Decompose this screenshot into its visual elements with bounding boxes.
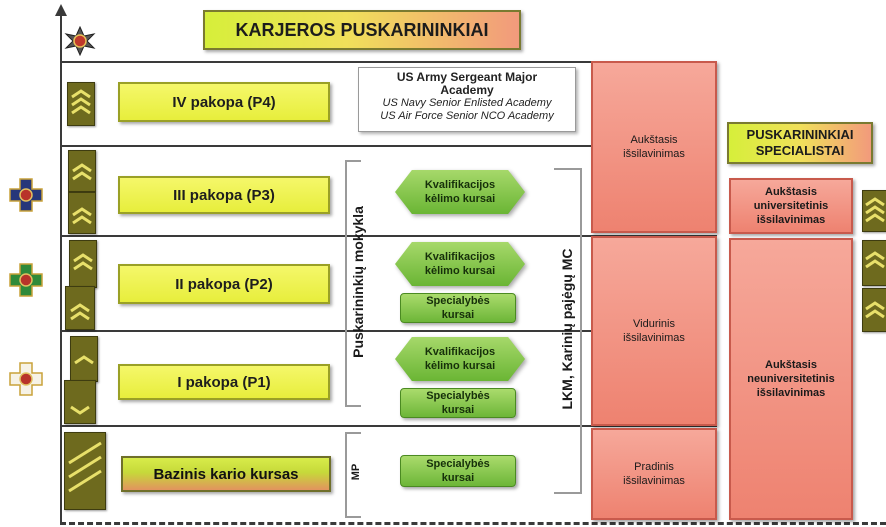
horizontal-axis — [60, 522, 886, 525]
cross-insignia-white-icon — [8, 361, 44, 397]
nco-school-bracket — [345, 160, 361, 407]
specialty-course-p1: Specialybės kursai — [400, 388, 516, 418]
chevron-rank-icon — [862, 288, 886, 332]
separator-top — [60, 61, 717, 63]
chevron-rank-icon — [862, 240, 886, 286]
mp-label: MP — [350, 463, 362, 481]
education-higher: Aukštasis išsilavinimas — [591, 61, 717, 233]
us-army-academy: US Army Sergeant Major Academy — [396, 70, 538, 97]
star-emblem-icon — [63, 25, 97, 57]
separator-p4-p3 — [60, 145, 717, 147]
us-air-force-academy: US Air Force Senior NCO Academy — [380, 110, 554, 122]
level-p2-box: II pakopa (P2) — [118, 264, 330, 304]
education-secondary: Vidurinis išsilavinimas — [591, 236, 717, 426]
separator-p1-basic — [60, 425, 717, 427]
lkm-bracket — [554, 168, 582, 494]
page-title: KARJEROS PUSKARININKIAI — [203, 10, 521, 50]
cross-insignia-green-icon — [8, 262, 44, 298]
qualification-course-p1: Kvalifikacijos kėlimo kursai — [395, 337, 525, 381]
separator-p3-p2 — [60, 235, 717, 237]
chevron-rank-icon — [64, 432, 106, 510]
qualification-course-p2: Kvalifikacijos kėlimo kursai — [395, 242, 525, 286]
chevron-rank-icon — [68, 150, 96, 192]
us-academies-box: US Army Sergeant Major Academy US Navy S… — [358, 67, 576, 132]
qualification-course-p3: Kvalifikacijos kėlimo kursai — [395, 170, 525, 214]
chevron-rank-icon — [64, 380, 96, 424]
specialty-course-basic: Specialybės kursai — [400, 455, 516, 487]
chevron-rank-icon — [69, 240, 97, 288]
specialists-title: PUSKARININKIAI SPECIALISTAI — [727, 122, 873, 164]
basic-course-box: Bazinis kario kursas — [121, 456, 331, 492]
nco-school-label: Puskarininkių mokykla — [350, 206, 366, 358]
specialty-course-p2: Specialybės kursai — [400, 293, 516, 323]
cross-insignia-blue-icon — [8, 177, 44, 213]
specialists-university: Aukštasis universitetinis išsilavinimas — [729, 178, 853, 234]
qualification-course-p3-label: Kvalifikacijos kėlimo kursai — [395, 170, 525, 214]
chevron-rank-icon — [862, 190, 886, 232]
chevron-rank-icon — [65, 286, 95, 330]
specialists-non-university: Aukštasis neuniversitetinis išsilavinima… — [729, 238, 853, 520]
qualification-course-p2-label: Kvalifikacijos kėlimo kursai — [395, 242, 525, 286]
education-primary: Pradinis išsilavinimas — [591, 428, 717, 520]
level-p1-box: I pakopa (P1) — [118, 364, 330, 400]
chevron-rank-icon — [68, 192, 96, 234]
vertical-axis — [60, 14, 62, 525]
chevron-rank-icon — [70, 336, 98, 382]
level-p3-box: III pakopa (P3) — [118, 176, 330, 214]
lkm-label: LKM, Karinių pajėgų MC — [559, 248, 575, 410]
separator-p2-p1 — [60, 330, 717, 332]
mp-bracket — [345, 432, 361, 518]
level-p4-box: IV pakopa (P4) — [118, 82, 330, 122]
us-navy-academy: US Navy Senior Enlisted Academy — [382, 97, 552, 109]
chevron-rank-icon — [67, 82, 95, 126]
qualification-course-p1-label: Kvalifikacijos kėlimo kursai — [395, 337, 525, 381]
vertical-axis-arrow-icon — [55, 4, 67, 16]
